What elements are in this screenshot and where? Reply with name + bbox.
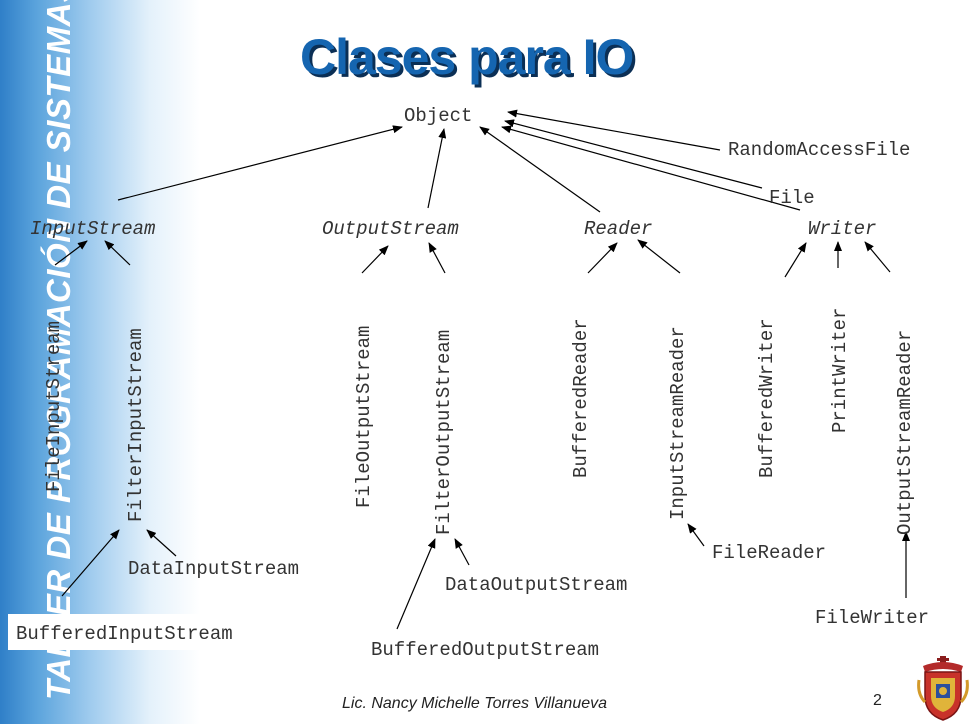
- arrow-dataoutputstream-filteroutputstream: [454, 538, 470, 566]
- svg-text:OutputStreamReader: OutputStreamReader: [894, 330, 916, 535]
- node-filteroutputstream: FilterOutputStream: [433, 330, 455, 535]
- node-inputstreamreader: InputStreamReader: [667, 326, 689, 520]
- node-printwriter: PrintWriter: [829, 308, 851, 433]
- inheritance-arrows: [54, 109, 910, 630]
- arrow-reader-object: [479, 126, 601, 213]
- svg-text:FileOutputStream: FileOutputStream: [353, 326, 375, 508]
- slide-title: Clases para IO: [300, 29, 634, 85]
- svg-text:FileReader: FileReader: [712, 542, 826, 564]
- svg-text:BufferedOutputStream: BufferedOutputStream: [371, 639, 599, 661]
- arrow-bufferedreader-reader: [587, 242, 618, 274]
- svg-text:FilterOutputStream: FilterOutputStream: [433, 330, 455, 535]
- arrow-fileinputstream-inputstream: [54, 240, 88, 266]
- node-datainputstream: DataInputStream: [128, 558, 299, 580]
- node-dataoutputstream: DataOutputStream: [445, 574, 627, 596]
- node-inputstream: InputStream: [30, 218, 155, 240]
- node-filterinputstream: FilterInputStream: [125, 328, 147, 522]
- node-fileoutputstream: FileOutputStream: [353, 326, 375, 508]
- node-writer: Writer: [808, 218, 876, 240]
- arrow-inputstreamreader-reader: [637, 239, 681, 274]
- svg-text:FileInputStream: FileInputStream: [43, 321, 65, 492]
- page-number: 2: [873, 692, 882, 709]
- node-bufferedwriter: BufferedWriter: [756, 318, 778, 478]
- svg-text:File: File: [769, 187, 815, 209]
- arrow-file-object: [504, 119, 763, 189]
- node-randomaccessfile: RandomAccessFile: [728, 139, 910, 161]
- arrow-filterinputstream-inputstream: [104, 240, 131, 266]
- svg-text:BufferedWriter: BufferedWriter: [756, 318, 778, 478]
- arrow-inputstream-object: [117, 125, 403, 201]
- arrow-bufferedinputstream-filterinputstream: [61, 529, 120, 597]
- svg-text:BufferedInputStream: BufferedInputStream: [16, 623, 233, 645]
- arrow-writer-object: [501, 125, 801, 211]
- svg-text:InputStream: InputStream: [30, 218, 155, 240]
- node-outputstreamreader: OutputStreamReader: [894, 330, 916, 535]
- node-bufferedoutputstream: BufferedOutputStream: [371, 639, 599, 661]
- svg-text:DataOutputStream: DataOutputStream: [445, 574, 627, 596]
- arrow-randomaccessfile-object: [507, 109, 721, 151]
- svg-text:RandomAccessFile: RandomAccessFile: [728, 139, 910, 161]
- node-file: File: [769, 187, 815, 209]
- sidebar-banner: TALLER DE PROGRAMACIÓN DE SISTEMAS: [0, 0, 200, 724]
- svg-text:Writer: Writer: [808, 218, 876, 240]
- arrow-bufferedwriter-writer: [784, 242, 807, 278]
- svg-text:Object: Object: [404, 105, 472, 127]
- arrow-datainputstream-filterinputstream: [146, 529, 177, 557]
- node-filewriter: FileWriter: [815, 607, 929, 629]
- svg-text:PrintWriter: PrintWriter: [829, 308, 851, 433]
- node-bufferedreader: BufferedReader: [570, 318, 592, 478]
- arrow-filteroutputstream-outputstream: [428, 242, 446, 274]
- node-outputstream: OutputStream: [322, 218, 459, 240]
- node-fileinputstream: FileInputStream: [43, 321, 65, 492]
- arrow-bufferedoutputstream-filteroutputstream: [396, 538, 436, 630]
- arrow-filereader-inputstreamreader: [687, 523, 705, 547]
- university-seal-logo: [917, 656, 969, 721]
- svg-text:DataInputStream: DataInputStream: [128, 558, 299, 580]
- arrow-fileoutputstream-outputstream: [361, 245, 389, 274]
- svg-text:InputStreamReader: InputStreamReader: [667, 326, 689, 520]
- svg-text:FilterInputStream: FilterInputStream: [125, 328, 147, 522]
- svg-text:Reader: Reader: [584, 218, 652, 240]
- svg-text:FileWriter: FileWriter: [815, 607, 929, 629]
- node-filereader: FileReader: [712, 542, 826, 564]
- node-object: Object: [404, 105, 472, 127]
- svg-text:OutputStream: OutputStream: [322, 218, 459, 240]
- arrow-outputstreamreader-writer: [864, 241, 891, 273]
- svg-text:BufferedReader: BufferedReader: [570, 318, 592, 478]
- node-reader: Reader: [584, 218, 652, 240]
- arrow-outputstream-object: [427, 128, 447, 209]
- author-footer: Lic. Nancy Michelle Torres Villanueva: [342, 695, 608, 712]
- node-bufferedinputstream: BufferedInputStream: [8, 614, 270, 650]
